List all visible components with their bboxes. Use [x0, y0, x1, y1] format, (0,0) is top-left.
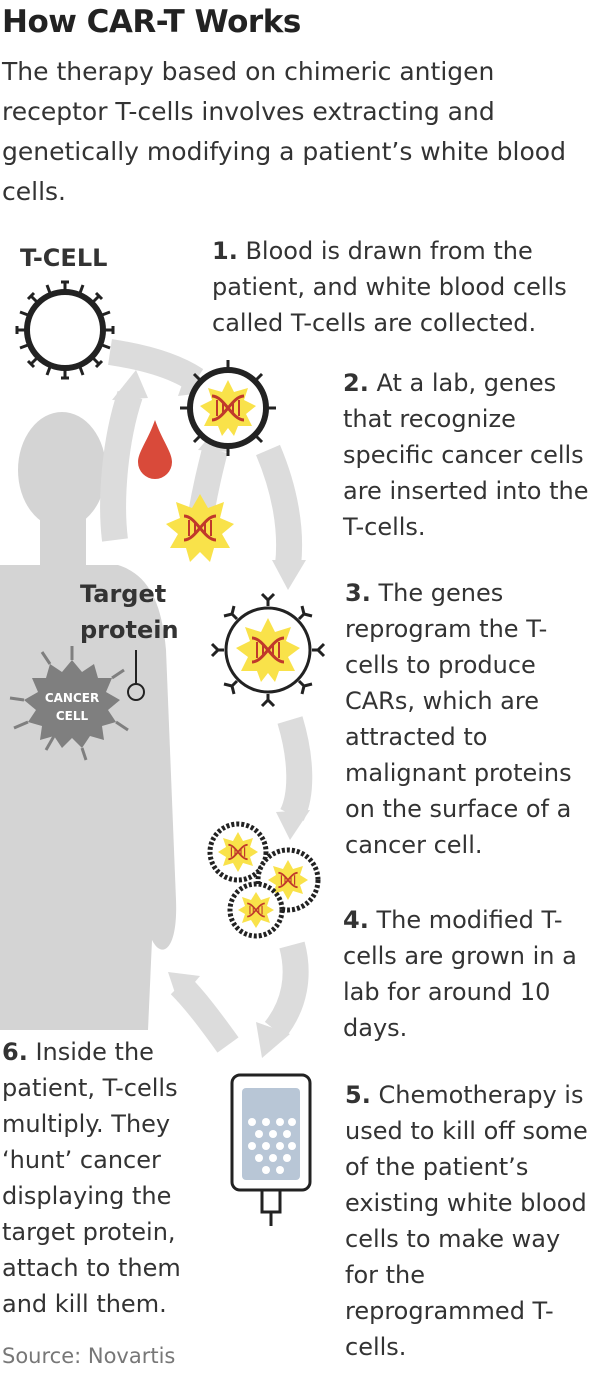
step-1: 1. Blood is drawn from the patient, and …: [212, 233, 597, 341]
step-5: 5. Chemotherapy is used to kill off some…: [345, 1077, 597, 1365]
step-5-text: Chemotherapy is used to kill off some of…: [345, 1081, 588, 1361]
step-1-text: Blood is drawn from the patient, and whi…: [212, 237, 567, 337]
tcell-icon: [15, 280, 115, 380]
arrow-6: [100, 390, 143, 542]
tcell-label: T-CELL: [20, 244, 108, 272]
car-tcell-icon: [210, 592, 326, 708]
source-note: Source: Novartis: [2, 1344, 176, 1368]
step-6-number: 6.: [2, 1038, 28, 1066]
step-6-text: Inside the patient, T-cells multiply. Th…: [2, 1038, 181, 1318]
blood-drop-icon: [138, 420, 172, 479]
step-3-number: 3.: [345, 579, 371, 607]
arrow-4: [264, 941, 309, 1039]
step-4-text: The modified T-cells are grown in a lab …: [343, 906, 577, 1042]
iv-bag-icon: [230, 1073, 312, 1226]
cancer-cell-label-line1: CANCER: [45, 691, 99, 705]
gene-icon: [166, 494, 234, 562]
step-2-text: At a lab, genes that recognize specific …: [343, 369, 589, 541]
arrow-1: [108, 339, 204, 392]
step-5-number: 5.: [345, 1081, 371, 1109]
page-subtitle: The therapy based on chimeric antigen re…: [2, 57, 566, 206]
page-title: How CAR-T Works: [2, 4, 301, 40]
step-2: 2. At a lab, genes that recognize specif…: [343, 365, 593, 545]
step-4: 4. The modified T-cells are grown in a l…: [343, 902, 593, 1046]
step-3: 3. The genes reprogram the T-cells to pr…: [345, 575, 597, 863]
target-protein-line1: Target: [80, 580, 167, 608]
target-protein-label: Target protein: [80, 576, 179, 648]
step-2-number: 2.: [343, 369, 369, 397]
step-1-number: 1.: [212, 237, 238, 265]
tcell-cluster-icon: [207, 821, 321, 939]
target-protein-line2: protein: [80, 616, 179, 644]
cancer-cell-label-line2: CELL: [56, 709, 89, 723]
cancer-cell-icon: CANCER CELL: [9, 646, 129, 761]
step-6: 6. Inside the patient, T-cells multiply.…: [2, 1034, 207, 1322]
step-4-number: 4.: [343, 906, 369, 934]
arrow-2: [255, 444, 303, 567]
target-protein-pointer: [127, 650, 145, 701]
step-3-text: The genes reprogram the T-cells to produ…: [345, 579, 572, 859]
arrow-3: [277, 716, 313, 821]
modified-tcell-icon: [180, 360, 276, 456]
